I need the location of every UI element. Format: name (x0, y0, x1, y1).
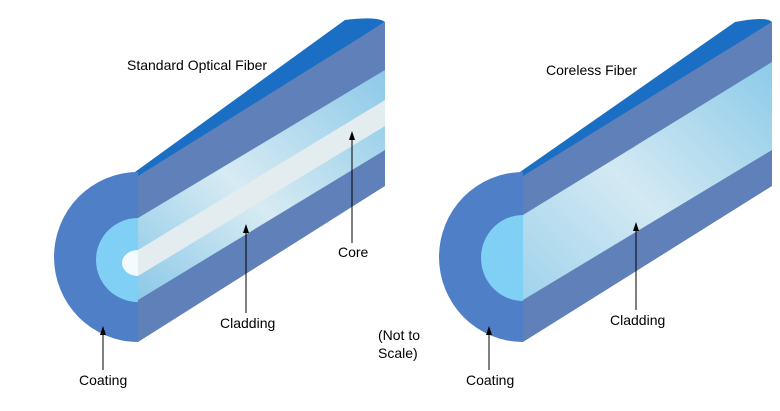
coreless-cladding-arrowhead (633, 222, 639, 231)
standard-fiber-coating-face (54, 172, 138, 342)
standard-core-arrowhead (349, 131, 355, 140)
coreless-fiber-coating-face (439, 172, 523, 342)
standard-fiber-title: Standard Optical Fiber (127, 57, 267, 73)
coreless-coating-label: Coating (466, 372, 514, 388)
standard-fiber-core-face (122, 250, 138, 276)
scale-note-line2: Scale) (378, 345, 418, 361)
standard-fiber-figure (54, 18, 385, 342)
coreless-fiber-title: Coreless Fiber (546, 62, 637, 78)
standard-cladding-arrowhead (243, 224, 249, 233)
scale-note-line1: (Not to (378, 327, 420, 343)
standard-coating-arrowhead (100, 326, 106, 335)
standard-coating-label: Coating (79, 372, 127, 388)
coreless-fiber-cladding-face (481, 215, 523, 301)
standard-fiber-core-side (138, 100, 385, 276)
coreless-fiber-figure (439, 19, 772, 342)
leader-arrows (100, 131, 639, 370)
coreless-coating-arrowhead (486, 326, 492, 335)
coreless-cladding-label: Cladding (610, 312, 665, 328)
standard-core-label: Core (338, 244, 369, 260)
standard-cladding-label: Cladding (220, 315, 275, 331)
coreless-fiber-cladding-side (523, 62, 772, 300)
standard-fiber-cladding-face (96, 218, 138, 302)
